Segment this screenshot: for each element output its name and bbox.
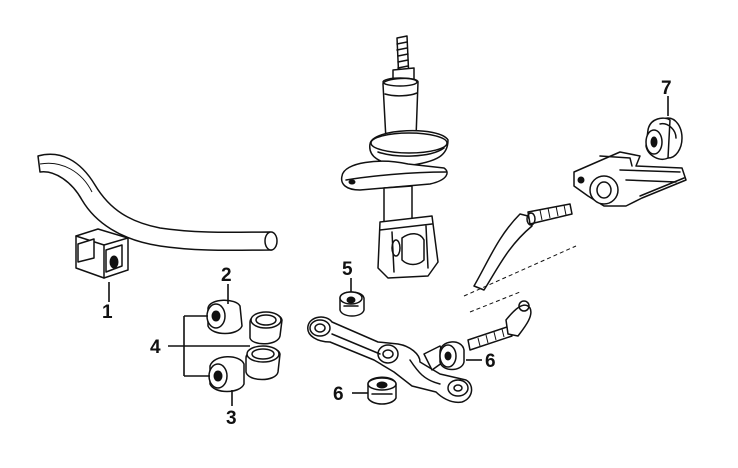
sleeve-4-upper [249,311,283,345]
subframe-bushing [645,117,683,160]
callout-6-right: 6 [485,351,496,372]
callout-4: 4 [150,337,161,358]
shock-absorber-strut [340,35,449,279]
bushing-3 [208,356,245,393]
control-arm-bushing-6-lower [367,376,397,405]
lower-control-arm [307,316,473,404]
leader-lines [108,96,669,406]
callout-5: 5 [342,259,353,280]
control-arm-bushing-5 [339,291,365,317]
callout-2: 2 [221,265,232,286]
control-arm-bushing-6-right [439,341,465,371]
bushing-2 [206,299,243,335]
lower-tension-bolt [467,300,532,351]
subframe-bracket [573,151,687,207]
dashed-guide-lines [463,245,577,313]
callout-labels: 1 2 3 4 5 6 6 7 [102,78,672,429]
sleeve-4-lower [245,345,281,381]
callout-3: 3 [226,408,237,429]
stabilizer-bushing [75,228,129,279]
callout-1: 1 [102,302,113,323]
callout-7: 7 [661,78,672,99]
callout-6-lower: 6 [333,384,344,405]
tension-strut-bolt [473,203,573,291]
stabilizer-bar [37,153,278,252]
